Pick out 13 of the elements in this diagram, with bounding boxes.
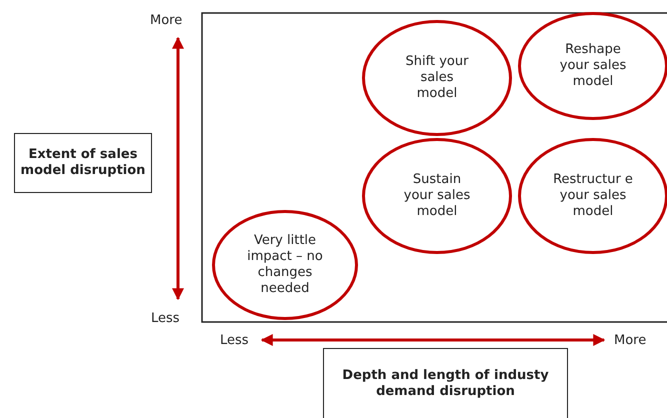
node-label: Sustain your sales model	[402, 172, 472, 220]
axis-end-label: More	[614, 334, 646, 347]
axis-end-label: Less	[151, 312, 180, 325]
axis-end-label: More	[150, 14, 182, 27]
axis-title	[14, 133, 152, 193]
node-label: Reshape your sales model	[558, 42, 628, 90]
axis-title	[323, 348, 568, 418]
node-label: Extent of sales model disruption	[20, 146, 146, 180]
node-label: Depth and length of industy demand disruption	[341, 368, 550, 400]
node-label: Very little impact – no changes needed	[246, 232, 324, 298]
node-label: Shift your sales model	[404, 54, 470, 102]
axis-end-label: Less	[220, 334, 249, 347]
node-label: Restructur e your sales model	[553, 172, 633, 220]
